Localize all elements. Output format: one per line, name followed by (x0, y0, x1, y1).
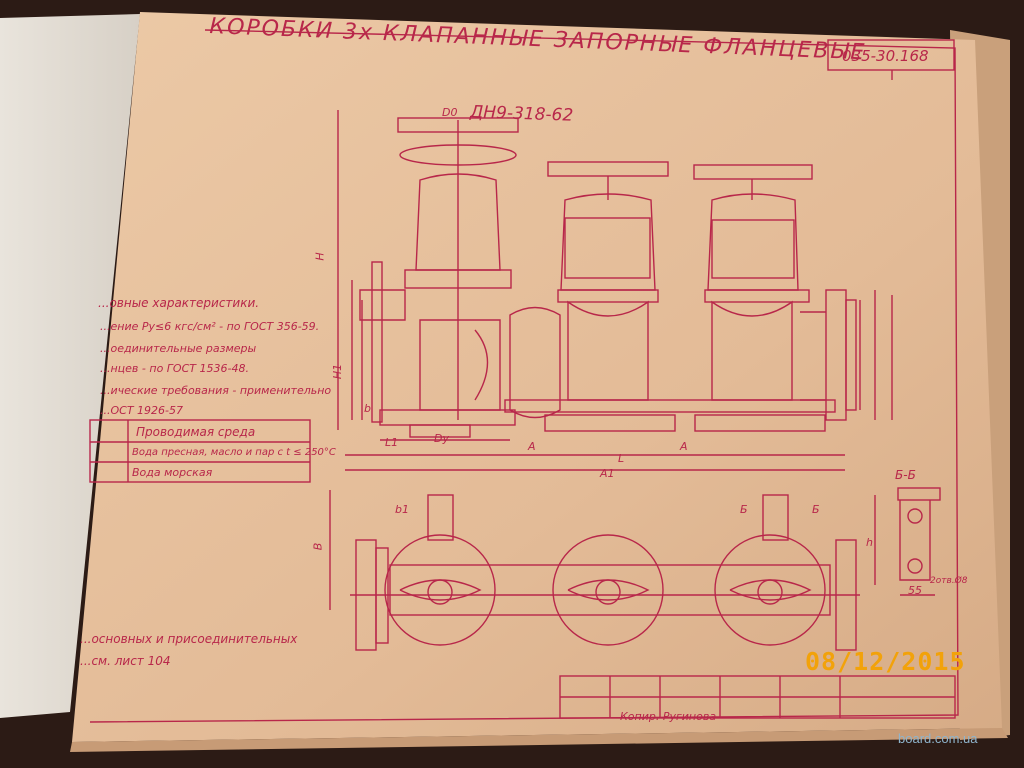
doc-number: 035-30.168 (842, 47, 929, 65)
section-label: Б-Б (895, 468, 916, 482)
dim-thread: 2отв.Ø8 (930, 576, 968, 586)
dim-l1: L1 (385, 436, 399, 449)
dim-b-plan: B (311, 542, 325, 551)
spec-line-5: ...ОСТ 1926-57 (100, 404, 184, 417)
spec-heading: ...овные характеристики. (98, 296, 260, 310)
dim-h1: H1 (331, 363, 345, 380)
photo-date-stamp: 08/12/2015 (805, 647, 966, 676)
footer-note-1: ...основных и присоединительных (80, 632, 298, 646)
dim-55: 55 (908, 584, 922, 597)
dim-dy: Dy (434, 432, 449, 445)
drawing-ink (89, 29, 959, 723)
footer-note-2: ...см. лист 104 (80, 654, 171, 668)
spec-line-1: ...ение Ру≤6 кгс/см² - по ГОСТ 356-59. (100, 320, 320, 333)
dim-b: b (364, 402, 371, 415)
left-blank-sheet (0, 14, 140, 718)
copied-by: Копир. Ругинова (620, 710, 717, 723)
table-header: Проводимая среда (136, 425, 256, 439)
watermark: board.com.ua (898, 731, 978, 746)
table-row-1: Вода пресная, масло и пар с t ≤ 250°С (132, 447, 336, 458)
dim-b1: b1 (395, 503, 409, 516)
table-row-2: Вода морская (132, 466, 213, 479)
spec-line-2: ...оединительные размеры (100, 342, 257, 355)
dim-h: H (313, 252, 327, 261)
cut-mark-right: Б (812, 503, 820, 516)
dim-a-right: A (680, 440, 688, 453)
cut-mark-left: Б (740, 503, 748, 516)
dim-l: L (618, 452, 625, 465)
sheet-bottom-edge (70, 728, 1008, 752)
dim-d0: D0 (442, 106, 458, 119)
dim-a-left: A (528, 440, 536, 453)
dim-h-section: h (866, 536, 873, 549)
drawing-standard: ДН9-318-62 (469, 102, 574, 126)
dim-a1: A1 (600, 467, 615, 480)
spec-line-4: ...ические требования - применительно (100, 384, 332, 397)
spec-line-3: ...нцев - по ГОСТ 1536-48. (100, 362, 249, 375)
